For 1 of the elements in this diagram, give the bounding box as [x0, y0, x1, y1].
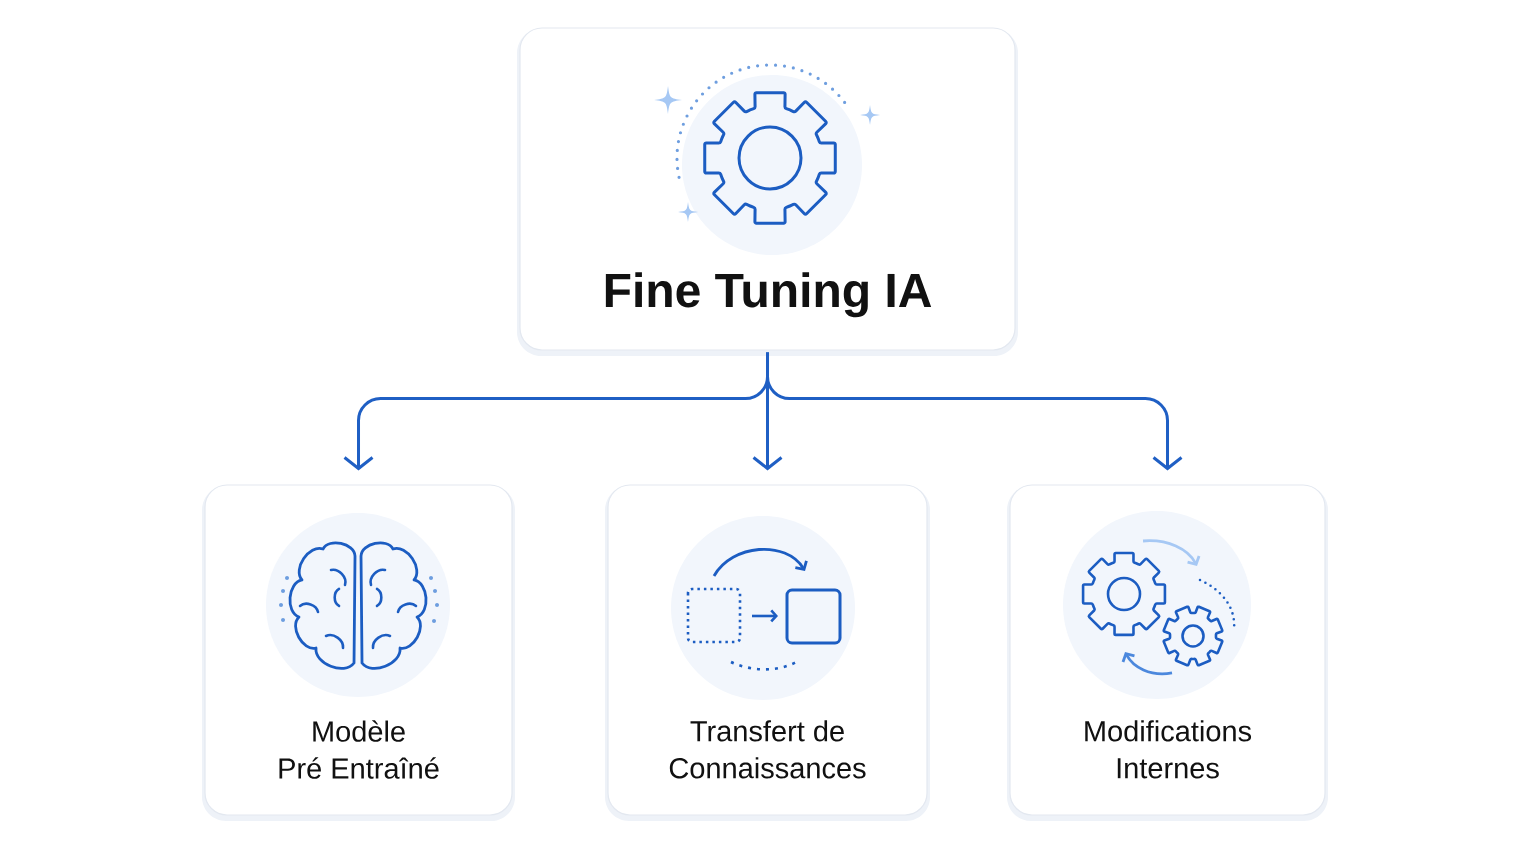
arrow [766, 352, 1183, 471]
